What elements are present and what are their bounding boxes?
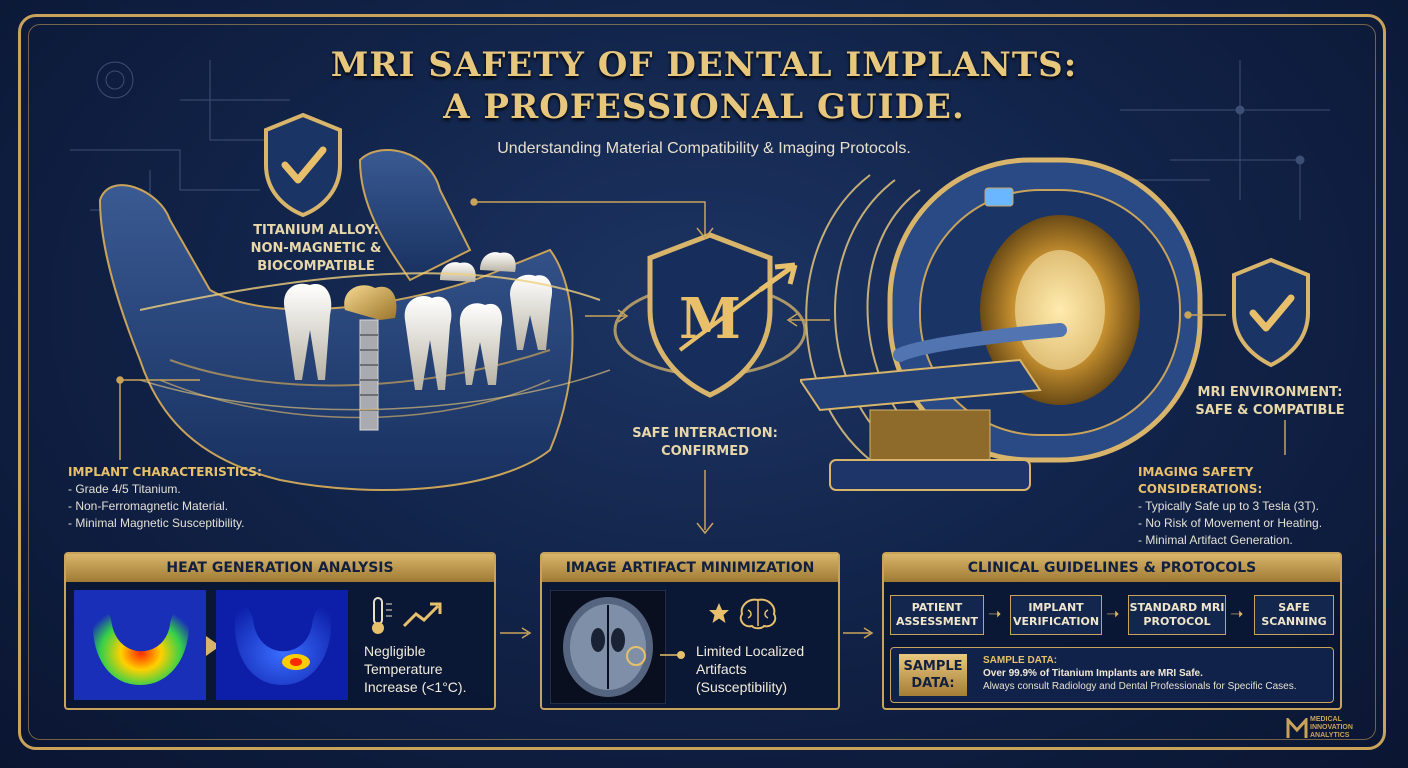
imaging-safety-item: - No Risk of Movement or Heating. [1138,516,1323,530]
sample-badge-line-2: DATA: [911,676,955,691]
guidelines-panel-title: CLINICAL GUIDELINES & PROTOCOLS [884,554,1340,582]
title-line-1: MRI SAFETY OF DENTAL IMPLANTS: [330,45,1078,85]
step-line: IMPLANT [1028,601,1084,614]
trend-up-icon [402,602,442,628]
safe-line-2: CONFIRMED [661,444,749,459]
logo-line-3: ANALYTICS [1310,732,1350,739]
sample-badge-line-1: SAMPLE [903,659,963,674]
page-subtitle: Understanding Material Compatibility & I… [497,140,911,157]
safe-line-1: SAFE INTERACTION: [632,426,778,441]
step-line: SCANNING [1261,615,1327,628]
implant-item: - Non-Ferromagnetic Material. [68,499,229,513]
heat-map-after-image [216,590,348,700]
shield-check-icon-right [1232,257,1310,368]
image-artifact-panel: IMAGE ARTIFACT MINIMIZATION Limited Loca… [540,552,840,710]
imaging-safety-item: - Minimal Artifact Generation. [1138,533,1293,547]
heat-panel-text: Negligible Temperature Increase (<1°C). [364,642,489,696]
logo-text: MEDICAL INNOVATION ANALYTICS [1310,716,1353,740]
imaging-safety-title: IMAGING SAFETY CONSIDERATIONS: [1138,465,1263,496]
title-line-2: A PROFESSIONAL GUIDE. [443,87,965,127]
arrow-right-icon: ➝ [1230,606,1244,623]
jaw-illustration [98,149,611,491]
implant-item: - Minimal Magnetic Susceptibility. [68,516,245,530]
implant-item: - Grade 4/5 Titanium. [68,482,181,496]
mri-machine-illustration [800,157,1203,491]
artifact-text-line-3: (Susceptibility) [696,679,788,695]
titanium-line-3: BIOCOMPATIBLE [257,259,375,274]
artifact-panel-title: IMAGE ARTIFACT MINIMIZATION [542,554,838,582]
outer-gold-frame [18,14,1386,750]
arrow-right-icon: ➝ [988,606,1002,623]
titanium-line-1: TITANIUM ALLOY: [253,223,379,238]
circuit-decoration-right [1120,60,1330,220]
mri-env-line-1: MRI ENVIRONMENT: [1197,385,1343,400]
titanium-line-2: NON-MAGNETIC & [250,241,382,256]
sample-line-2: Always consult Radiology and Dental Prof… [983,681,1297,692]
imaging-safety-item: - Typically Safe up to 3 Tesla (3T). [1138,499,1319,513]
titanium-callout: TITANIUM ALLOY: NON-MAGNETIC & BIOCOMPAT… [246,222,386,276]
step-line: STANDARD MRI [1129,601,1225,614]
medical-innovation-logo: MEDICAL INNOVATION ANALYTICS [1286,716,1376,744]
safe-interaction-callout: SAFE INTERACTION: CONFIRMED [620,425,790,461]
mri-environment-callout: MRI ENVIRONMENT: SAFE & COMPATIBLE [1190,384,1350,420]
logo-line-2: INNOVATION [1310,724,1353,731]
sample-line-1: Over 99.9% of Titanium Implants are MRI … [983,668,1203,679]
implant-characteristics-title: IMPLANT CHARACTERISTICS: [68,465,262,479]
arrow-right-icon: ➝ [1106,606,1120,623]
heat-text-line-3: Increase (<1°C). [364,679,467,695]
heat-panel-title: HEAT GENERATION ANALYSIS [66,554,494,582]
step-line: PROTOCOL [1143,615,1211,628]
sample-data-badge: SAMPLE DATA: [899,654,967,696]
sample-data-text: SAMPLE DATA: Over 99.9% of Titanium Impl… [983,654,1333,693]
brain-icon [739,598,777,630]
brain-scan-image [550,590,666,704]
step-line: ASSESSMENT [896,615,978,628]
mri-env-line-2: SAFE & COMPATIBLE [1195,403,1345,418]
heat-map-before-image [74,590,206,700]
page-title: MRI SAFETY OF DENTAL IMPLANTS: A PROFESS… [250,44,1158,128]
step-line: VERIFICATION [1012,615,1100,628]
pointer-line [660,651,685,659]
artifact-text-line-1: Limited Localized [696,643,805,659]
chevron-right-icon [206,636,220,656]
artifact-panel-text: Limited Localized Artifacts (Susceptibil… [696,642,841,696]
step-line: PATIENT [911,601,963,614]
sample-heading: SAMPLE DATA: [983,655,1058,666]
heat-text-line-2: Temperature [364,661,443,677]
thermometer-icon [372,597,392,634]
star-icon [709,603,729,623]
logo-line-1: MEDICAL [1310,716,1342,723]
step-line: SAFE [1278,601,1310,614]
shield-check-icon-left [264,112,342,218]
sample-data-box: SAMPLE DATA: SAMPLE DATA: Over 99.9% of … [890,647,1334,703]
heat-generation-panel: HEAT GENERATION ANALYSIS Negligible Temp… [64,552,496,710]
imaging-safety-considerations: IMAGING SAFETY CONSIDERATIONS: - Typical… [1138,464,1368,549]
central-mi-shield-icon: M [613,232,807,398]
heat-text-line-1: Negligible [364,643,426,659]
artifact-text-line-2: Artifacts [696,661,747,677]
logo-m-icon [1286,718,1308,738]
implant-characteristics: IMPLANT CHARACTERISTICS: - Grade 4/5 Tit… [68,464,338,532]
inner-gold-frame [28,24,1376,740]
